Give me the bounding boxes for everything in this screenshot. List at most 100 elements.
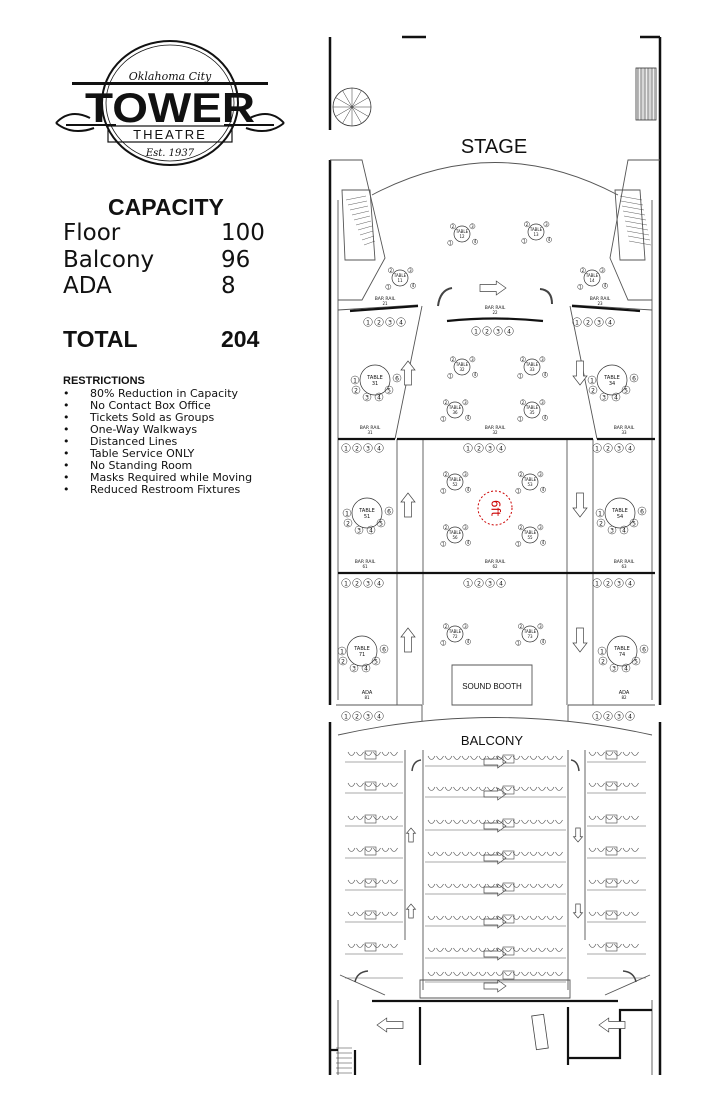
seat	[385, 317, 395, 327]
table-circle	[453, 358, 471, 376]
seat-number: 2	[601, 659, 605, 666]
building-walls	[328, 35, 662, 1075]
seat-number: 2	[452, 224, 455, 229]
seat	[537, 471, 544, 478]
seat	[463, 443, 473, 453]
chair-icon	[478, 819, 487, 824]
seat-number: 4	[604, 283, 607, 288]
chair-icon	[364, 782, 373, 787]
seat	[474, 443, 484, 453]
seat-number: 4	[499, 581, 503, 588]
seat-number: 1	[519, 373, 522, 378]
seat	[388, 267, 394, 274]
balcony-row	[345, 750, 646, 767]
chair-icon	[546, 819, 555, 824]
bar-rail-number: 23	[597, 301, 603, 306]
chair-icon	[512, 786, 521, 791]
capacity-total: TOTAL 204	[63, 326, 283, 353]
seat	[580, 267, 586, 274]
seat	[542, 371, 548, 378]
chair-icon	[631, 847, 639, 852]
table-circle	[346, 635, 378, 667]
seat	[518, 524, 524, 531]
bar-rail-number: 61	[362, 564, 368, 569]
chair-icon	[495, 883, 504, 888]
direction-arrow-icon	[572, 492, 588, 518]
capacity-label: ADA	[63, 273, 112, 299]
table-number: 11	[397, 278, 403, 283]
chair-icon	[390, 751, 398, 756]
seat	[625, 578, 635, 588]
seat	[496, 578, 506, 588]
seat	[587, 375, 597, 385]
seat	[524, 221, 530, 228]
seat	[599, 392, 609, 402]
seat-number: 1	[442, 488, 445, 493]
restriction-item: Distanced Lines	[63, 436, 252, 449]
chair-icon	[470, 786, 478, 791]
chair-icon	[504, 915, 512, 920]
chair-icon	[512, 915, 521, 920]
chair-icon	[364, 815, 373, 820]
seat	[625, 443, 635, 453]
table-circle	[583, 269, 601, 287]
seat-number: 1	[344, 714, 348, 721]
chair-icon	[356, 879, 364, 884]
seat	[595, 508, 605, 518]
ada-number: 81	[364, 695, 370, 700]
distance-label: 6ft	[489, 500, 503, 517]
capacity-row-floor: Floor 100	[63, 220, 283, 247]
seat	[518, 471, 524, 478]
seat	[385, 283, 392, 290]
seat-number: 3	[602, 395, 606, 402]
seat	[542, 414, 548, 421]
curved-arrow-icon	[411, 759, 422, 772]
table-number: 13	[533, 232, 539, 237]
chair-icon	[381, 815, 390, 820]
chair-icon	[461, 851, 470, 856]
seat	[614, 711, 624, 721]
seat-number: 3	[471, 224, 474, 229]
chair-icon	[555, 851, 563, 856]
chair-icon	[588, 879, 597, 884]
stair-step	[349, 205, 369, 211]
chair-icon	[373, 815, 381, 820]
seat	[504, 326, 514, 336]
chair-icon	[614, 815, 622, 820]
seat-number: 3	[388, 320, 392, 327]
chair-icon	[356, 815, 364, 820]
chair-icon	[347, 782, 356, 787]
seat	[462, 399, 469, 406]
seat-number: 5	[624, 388, 628, 395]
chair-icon	[555, 971, 563, 976]
chair-icon	[605, 815, 614, 820]
tower-theatre-logo: Oklahoma City TOWER THEATRE Est. 1937	[55, 40, 285, 166]
chair-icon	[512, 819, 521, 824]
seat	[614, 578, 624, 588]
seat-number: 4	[544, 372, 547, 377]
table-number: 55	[527, 535, 533, 540]
restriction-item: Table Service ONLY	[63, 448, 252, 461]
chair-icon	[373, 879, 381, 884]
spiral-staircase-icon	[332, 87, 372, 127]
chair-icon	[631, 943, 639, 948]
chair-icon	[487, 971, 495, 976]
chair-icon	[356, 751, 364, 756]
chair-icon	[504, 819, 512, 824]
seat	[351, 385, 361, 395]
seat-number: 2	[606, 446, 610, 453]
chair-icon	[427, 755, 436, 760]
table-word: TABLE	[448, 530, 462, 535]
seat-number: 1	[575, 320, 579, 327]
chair-icon	[529, 971, 538, 976]
chair-icon	[453, 786, 461, 791]
seat-number: 3	[496, 329, 500, 336]
stair-step	[619, 195, 643, 201]
chair-icon	[461, 915, 470, 920]
direction-arrow-icon	[405, 903, 417, 919]
